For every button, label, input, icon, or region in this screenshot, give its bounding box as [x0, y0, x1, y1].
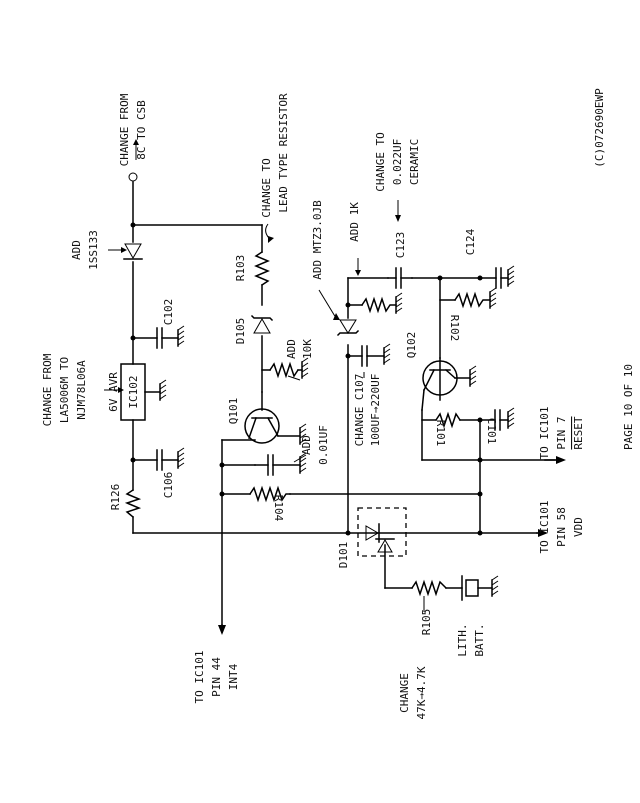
note-change-c123-1: CHANGE TO — [374, 132, 387, 192]
diode-1ss133 — [123, 243, 143, 260]
conn-int4-2: PIN 44 — [210, 657, 223, 697]
q102-transistor — [421, 360, 458, 411]
note-add-001uf-2: 0.01UF — [317, 425, 330, 465]
note-add-001uf-1: ADD — [300, 435, 313, 455]
label-batt-1: LITH. — [456, 623, 469, 656]
note-add-10k-2: 10K — [301, 339, 314, 359]
ground-symbols — [159, 265, 515, 597]
note-change-ic102-3: NJM78L06A — [75, 360, 88, 420]
label-c102: C102 — [162, 299, 175, 326]
d101-package — [357, 507, 407, 557]
conn-vdd-1: TO IC101 — [538, 501, 551, 554]
d105-zener — [250, 314, 274, 334]
conn-reset-3: RESET — [572, 416, 585, 449]
note-change-c107-1: CHANGE C107 — [353, 374, 366, 447]
main-wiring — [132, 181, 561, 626]
note-change-r103-2: LEAD TYPE RESISTOR — [277, 93, 290, 213]
csb-terminal — [128, 172, 138, 182]
label-c101: C101 — [485, 418, 498, 445]
page-number: PAGE 10 OF 10 — [622, 364, 635, 450]
c106-capacitor — [156, 449, 179, 471]
note-change-c123-3: CERAMIC — [408, 139, 421, 185]
label-c106: C106 — [162, 472, 175, 499]
label-avr: 6V AVR — [107, 372, 120, 412]
add-1k-resistor — [360, 296, 397, 314]
c101-capacitor — [494, 409, 509, 431]
add-10k-resistor — [268, 361, 300, 379]
note-change-ic102-1: CHANGE FROM — [41, 353, 54, 426]
conn-reset-2: PIN 7 — [555, 416, 568, 449]
conn-reset-1: TO IC101 — [538, 407, 551, 460]
lithium-battery — [461, 575, 479, 601]
c123-capacitor — [387, 267, 413, 289]
note-change-r103-1: CHANGE TO — [260, 158, 273, 218]
label-r104: R104 — [272, 495, 285, 522]
conn-vdd-3: VDD — [572, 517, 585, 537]
note-change-c123-2: 0.022UF — [391, 139, 404, 185]
zener-mtz3 — [336, 319, 360, 337]
r104-resistor — [248, 485, 291, 503]
r105-resistor — [410, 579, 448, 597]
note-add-10k-1: ADD — [285, 339, 298, 359]
r102-resistor — [453, 291, 491, 309]
q101-transistor — [244, 391, 301, 444]
text-labels: (C)072690EWP PAGE 10 OF 10 CHANGE FROM 8… — [41, 88, 635, 720]
label-d105: D105 — [234, 318, 247, 345]
r103-resistor — [254, 250, 270, 287]
junction-dots — [130, 222, 483, 536]
r126-resistor — [124, 488, 142, 519]
r101-resistor — [434, 411, 462, 429]
label-r105: R105 — [420, 609, 433, 636]
label-d101: D101 — [337, 542, 350, 569]
label-r103: R103 — [234, 255, 247, 282]
conn-int4-1: TO IC101 — [193, 651, 206, 704]
label-batt-2: BATT. — [473, 623, 486, 656]
c102-capacitor — [156, 327, 179, 349]
c124-capacitor — [495, 267, 509, 289]
conn-int4-3: INT4 — [227, 663, 240, 690]
label-r102: R102 — [448, 315, 461, 342]
label-c123: C123 — [394, 232, 407, 259]
note-add-mtz: ADD MTZ3.0JB — [311, 200, 324, 280]
note-change-r105-2: 47K→4.7K — [415, 666, 428, 719]
conn-vdd-2: PIN 58 — [555, 507, 568, 547]
c107-capacitor — [361, 345, 385, 367]
note-change-c107-2: 100UF→220UF — [369, 374, 382, 447]
label-ic102: IC102 — [127, 375, 140, 408]
cap-001uf — [254, 454, 301, 476]
copyright-text: (C)072690EWP — [593, 88, 606, 168]
note-add-1ss133-1: ADD — [70, 240, 83, 260]
label-r101: R101 — [434, 420, 447, 447]
leader-arrows — [104, 139, 425, 612]
note-change-ic102-2: LA5006M TO — [58, 357, 71, 423]
note-change-r105-1: CHANGE — [398, 673, 411, 713]
note-add-1k: ADD 1K — [348, 202, 361, 242]
output-arrows — [218, 456, 566, 635]
note-add-1ss133-2: 1SS133 — [87, 230, 100, 270]
note-change-csb-1: CHANGE FROM — [118, 93, 131, 166]
label-q101: Q101 — [227, 398, 240, 425]
label-q102: Q102 — [405, 332, 418, 359]
label-r126: R126 — [109, 484, 122, 511]
note-change-csb-2: 8C TO CSB — [135, 100, 148, 160]
label-c124: C124 — [464, 228, 477, 255]
